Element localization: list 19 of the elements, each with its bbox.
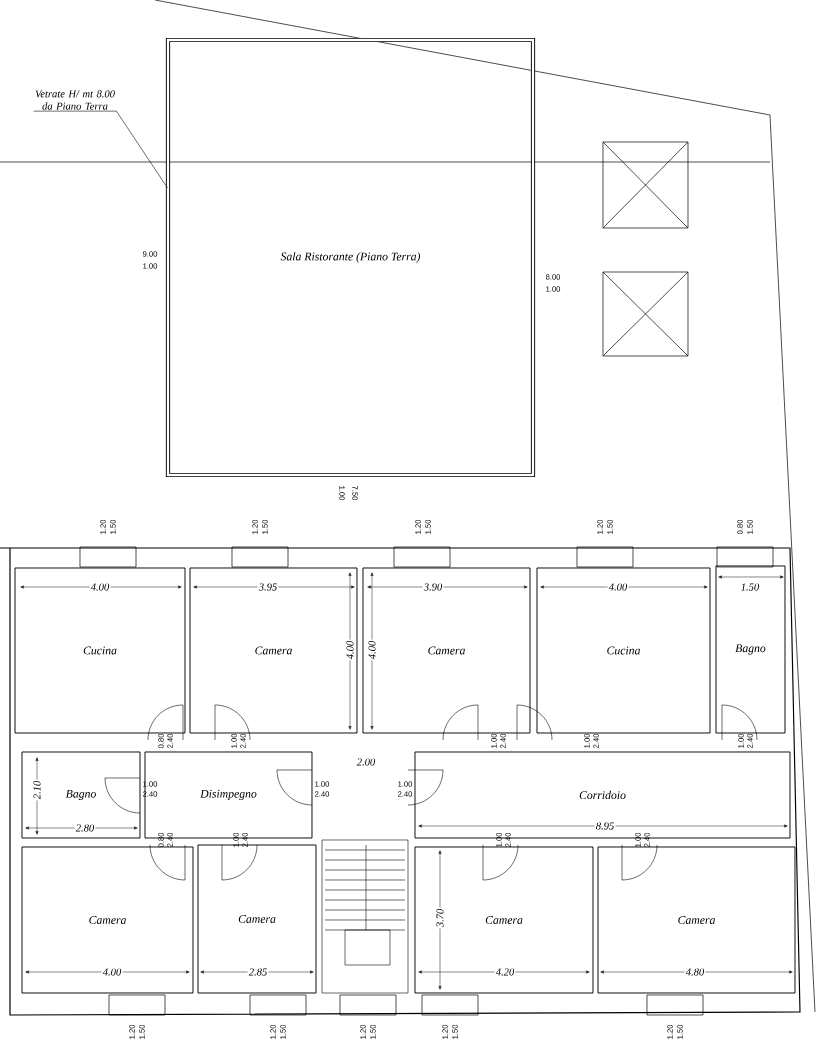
- note-text: Vetrate H/ mt 8.00 da Piano Terra: [35, 90, 115, 110]
- dimension-label: 4.00: [89, 582, 111, 592]
- dimension-label: 4.00: [345, 639, 355, 661]
- dimension-label: 1.50: [739, 582, 761, 592]
- dimension-label: 4.00: [101, 967, 123, 977]
- dimension-label: 2.00: [355, 757, 377, 767]
- dimension-label: 3.70: [435, 907, 445, 929]
- dimension-label: 4.00: [367, 639, 377, 661]
- dimension-label: 4.20: [494, 967, 516, 977]
- dimension-label: 2.10: [32, 779, 42, 801]
- dimension-label: 2.80: [74, 823, 96, 833]
- dimension-label: 4.00: [607, 582, 629, 592]
- dimension-label: 2.85: [247, 967, 269, 977]
- dimension-label: 8.95: [594, 821, 616, 831]
- dimension-label: 3.90: [422, 582, 444, 592]
- dimension-label: 4.80: [684, 967, 706, 977]
- dimension-label: 3.95: [257, 582, 279, 592]
- leader-line: [33, 110, 168, 189]
- restaurant-hall: Sala Ristorante (Piano Terra): [165, 37, 536, 478]
